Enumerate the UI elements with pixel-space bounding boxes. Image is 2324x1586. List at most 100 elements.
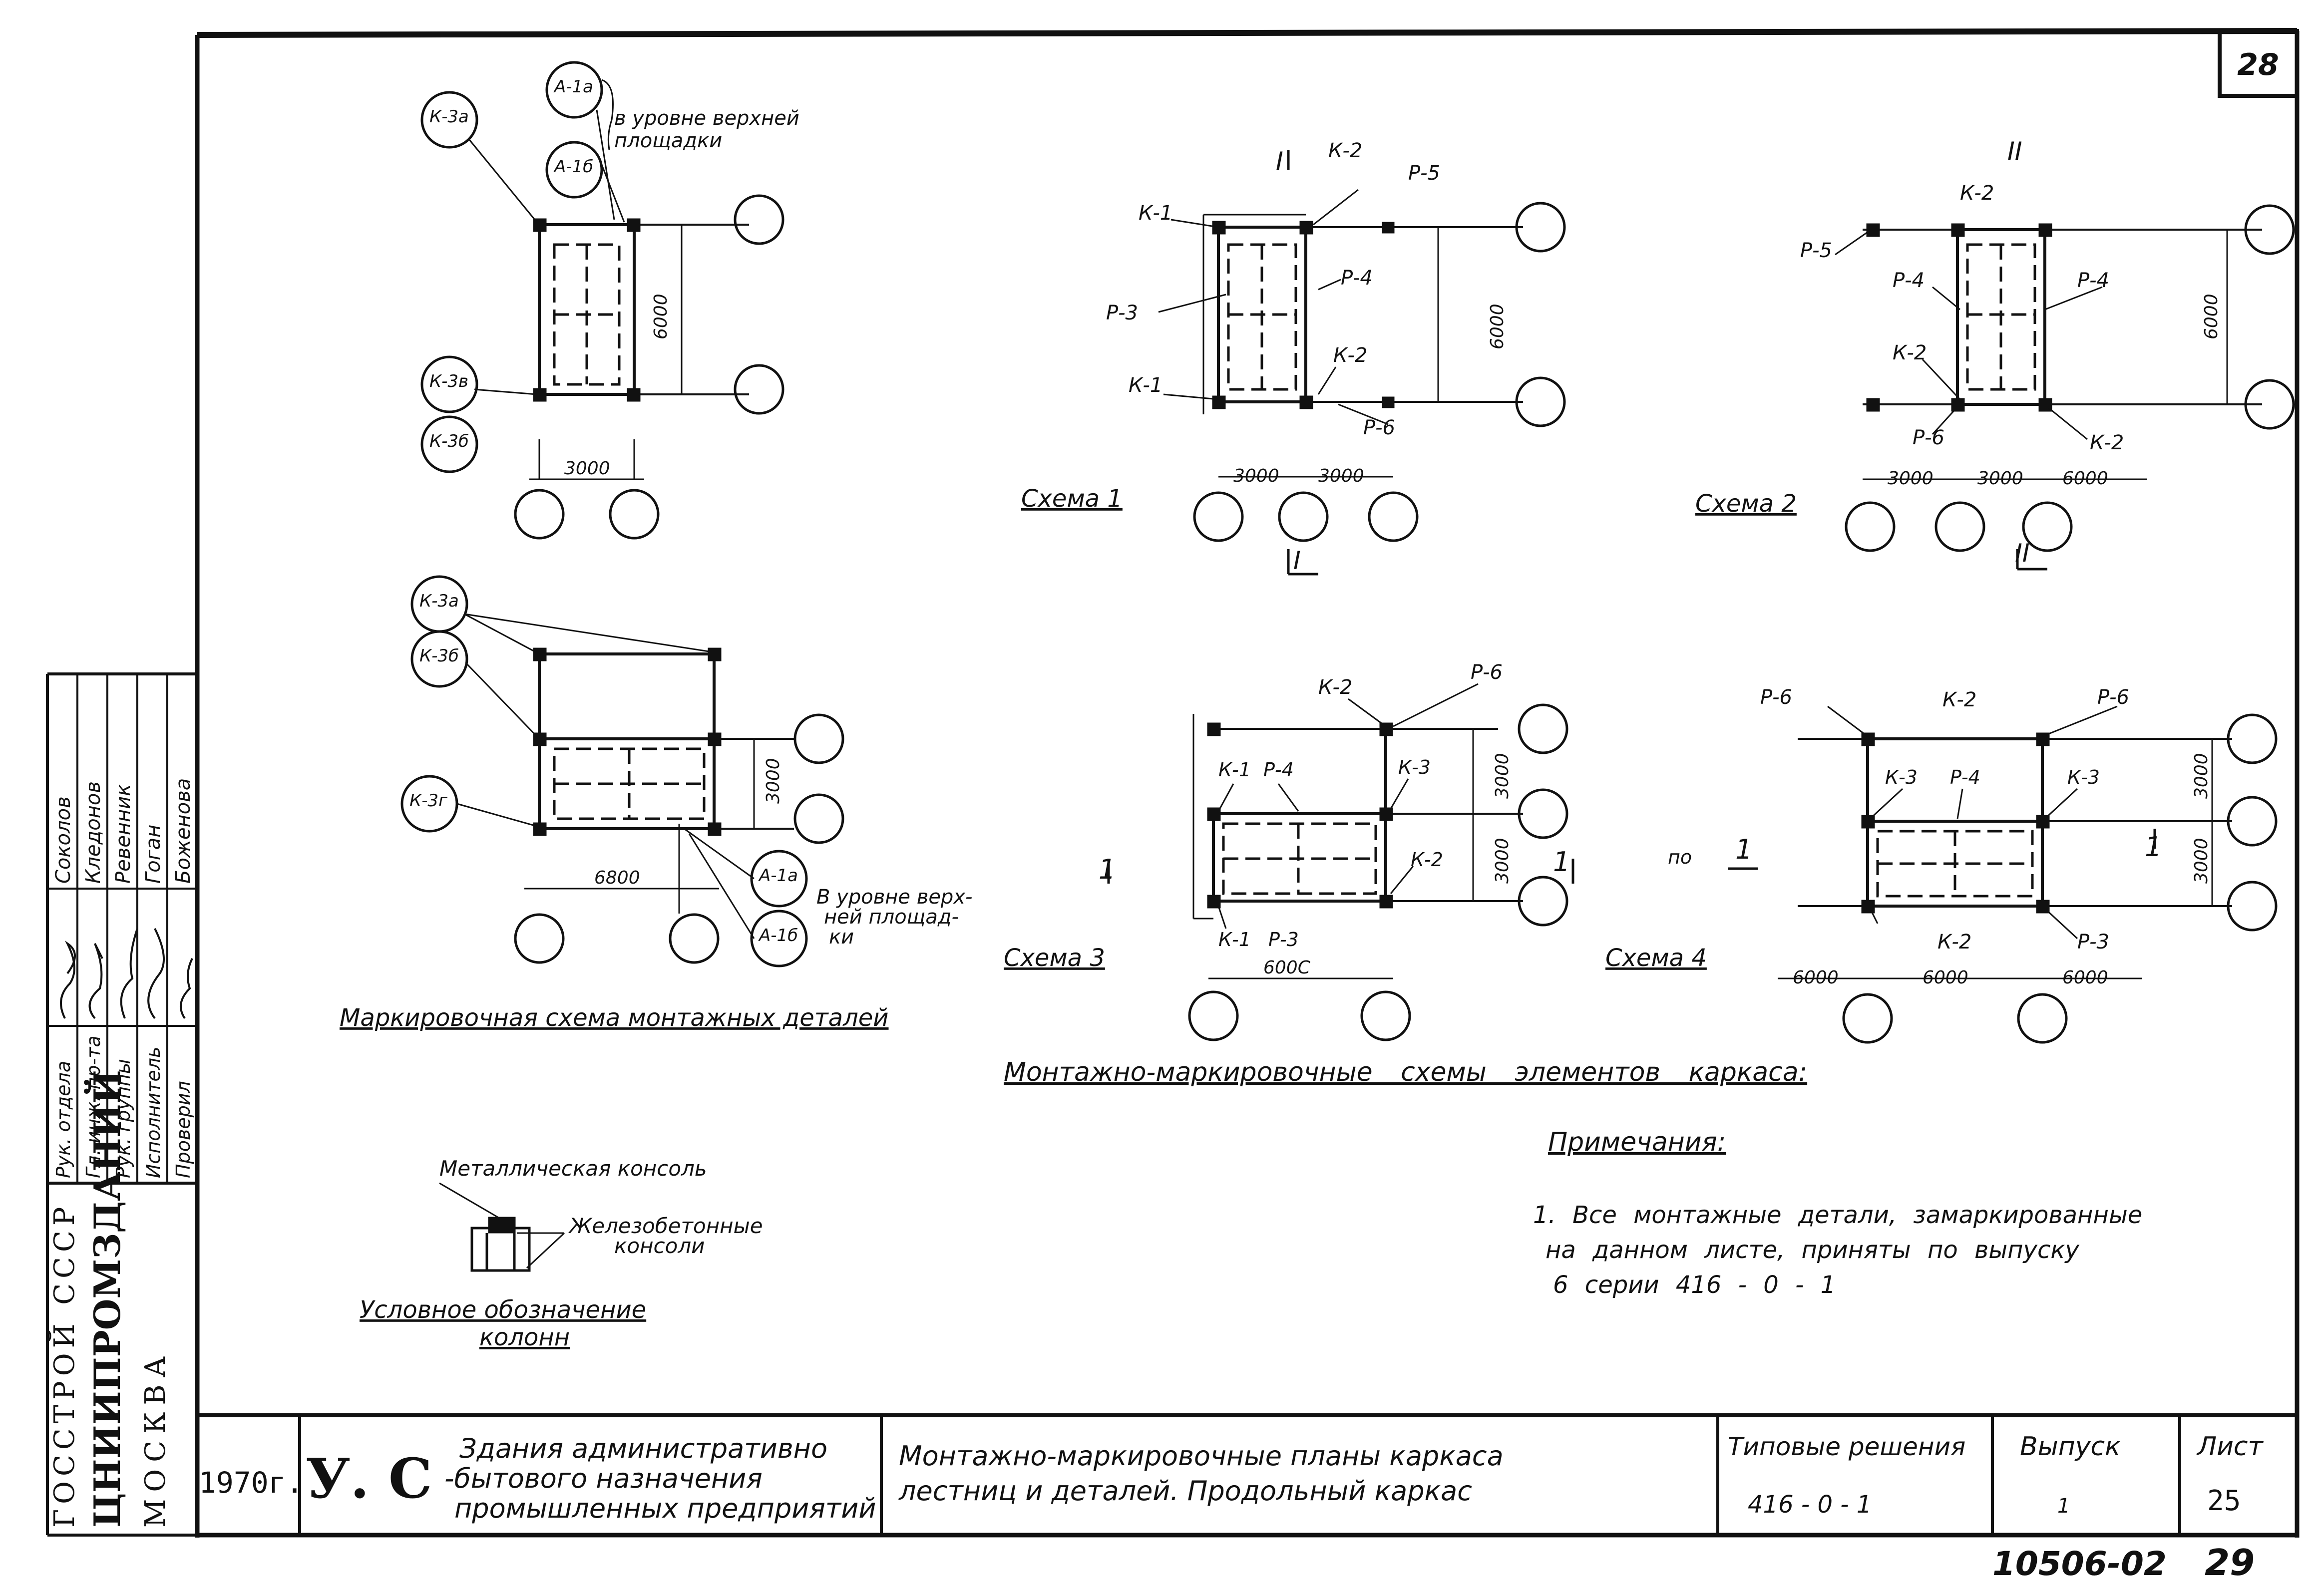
stamp-name-3: Ревенник	[112, 784, 135, 884]
scheme-2	[1835, 204, 2295, 571]
corner-sheet-number-box: 28	[2218, 29, 2299, 98]
scheme-4	[1778, 705, 2278, 1044]
scheme-1-title: Схема 1	[1021, 485, 1123, 513]
sheet-frame	[46, 28, 2300, 1538]
s4-dim-3000-a: 3000	[2191, 753, 2212, 799]
s3-p3: Р-3	[1268, 929, 1299, 951]
title-block	[197, 1413, 2297, 1535]
s3-section-left: 1	[1099, 854, 1116, 885]
s2-p5: Р-5	[1800, 239, 1832, 262]
typical-solutions-label: Типовые решения	[1728, 1432, 1965, 1461]
stamp-names: Соколов Кледонов Ревенник Гоган Боженова	[52, 778, 195, 884]
s1-k2-top: К-2	[1328, 139, 1362, 162]
s2-k2-mid: К-2	[1893, 341, 1927, 364]
s4-k2-top: К-2	[1942, 688, 1976, 711]
mark-a1b-top: А-1б	[553, 157, 593, 177]
stamp-name-4: Гоган	[142, 825, 165, 884]
title-sheet-title-2: лестниц и деталей. Продольный каркас	[898, 1475, 1472, 1507]
s2-k2-bottom: К-2	[2090, 431, 2124, 454]
organisation-block: ГОССТРОЙ СССР ЦНИИПРОМЗДАНИЙ МОСКВА	[46, 1070, 172, 1528]
dim-bottom-3000: 3000	[763, 758, 783, 804]
legend-symbol-title-1: Условное обозначение	[360, 1296, 646, 1324]
s4-p6-left: Р-6	[1760, 686, 1792, 709]
column-legend	[439, 1182, 565, 1272]
corner-sheet-number: 28	[2237, 47, 2279, 82]
s2-dim-3000-a: 3000	[1888, 468, 1934, 489]
marking-plan-top	[420, 61, 784, 540]
legend-symbol-title-2: колонн	[479, 1323, 570, 1351]
marking-plan-bottom-labels: К-3а К-3б К-3г А-1а А-1б В уровне верх- …	[340, 591, 972, 1032]
mark-k3v-top: К-3в	[429, 371, 468, 391]
mark-k3a-top: К-3а	[429, 107, 469, 127]
dim-top-3000: 3000	[564, 458, 610, 479]
stamp-roles: Рук. отдела Гл. инж. пр-та Рук. группы И…	[52, 1035, 194, 1178]
title-building-type-1: Здания административно	[459, 1433, 827, 1464]
mark-k3g-bottom: К-3г	[409, 791, 448, 811]
page-number: 29	[2205, 1542, 2255, 1584]
stamp-role-2: Гл. инж. пр-та	[82, 1035, 104, 1178]
s2-p4-left: Р-4	[1893, 269, 1925, 292]
upper-landing-note-b1: В уровне верх-	[816, 886, 972, 909]
section-range-po: по	[1668, 846, 1692, 868]
stamp-role-4: Исполнитель	[142, 1047, 164, 1178]
title-sheet-title-1: Монтажно-маркировочные планы каркаса	[899, 1440, 1504, 1472]
s2-section-bottom: II	[2015, 539, 2030, 568]
notes-line-3: 6 серии 416 - 0 - 1	[1553, 1271, 1836, 1299]
s3-p4: Р-4	[1263, 759, 1294, 781]
s1-p3: Р-3	[1106, 302, 1138, 324]
s4-k3-right: К-3	[2067, 766, 2100, 788]
sheet-label: Лист	[2196, 1432, 2264, 1462]
s1-p5: Р-5	[1408, 162, 1440, 185]
dim-bottom-6800: 6800	[594, 868, 640, 888]
s3-k2-b: К-2	[1411, 849, 1443, 871]
s3-k2: К-2	[1318, 676, 1352, 699]
legend-metal-console: Металлическая консоль	[439, 1156, 707, 1181]
s3-k1-top: К-1	[1218, 759, 1251, 781]
issue-label: Выпуск	[2020, 1432, 2121, 1462]
scheme-4-labels: Р-6 К-2 Р-6 К-3 Р-4 К-3 К-2 Р-3 3000 300…	[1605, 686, 2212, 988]
s3-dim-3000-b: 3000	[1492, 838, 1513, 884]
notes-line-2: на данном листе, приняты по выпуску	[1546, 1236, 2079, 1264]
archive-code: 10506-02	[1992, 1545, 2167, 1583]
legend-rc-consoles-2: консоли	[614, 1234, 705, 1258]
stamp-signatures	[60, 928, 193, 1019]
s4-section-right: 1	[2145, 831, 2162, 863]
notes-title: Примечания:	[1548, 1127, 1726, 1157]
issue-value: 1	[2057, 1495, 2070, 1518]
s1-dim-3000-b: 3000	[1318, 466, 1364, 486]
marking-plan-bottom	[400, 575, 844, 967]
scheme-1	[1158, 150, 1566, 576]
upper-landing-note-2: площадки	[614, 129, 722, 152]
mark-k3b-top: К-3б	[429, 431, 469, 451]
marking-plan-top-labels: К-3а А-1а А-1б К-3в К-3б в уровне верхне…	[429, 77, 799, 479]
s3-dim-3000-a: 3000	[1492, 753, 1513, 799]
upper-landing-note-b3: ки	[829, 926, 854, 949]
mark-a1a-top: А-1а	[553, 77, 593, 97]
dim-top-6000: 6000	[651, 294, 671, 339]
scheme-3-title: Схема 3	[1004, 944, 1105, 972]
stamp-name-1: Соколов	[52, 796, 75, 884]
s2-dim-3000-b: 3000	[1977, 468, 2023, 489]
org-name-line1: ГОССТРОЙ СССР	[46, 1202, 81, 1528]
notes-line-1: 1. Все монтажные детали, замаркированные	[1533, 1201, 2142, 1229]
scheme-3	[1107, 683, 1574, 1041]
mark-k3b-bottom: К-3б	[419, 646, 459, 666]
s2-dim-6000-v: 6000	[2201, 294, 2222, 339]
title-series-mark: У. С	[306, 1446, 432, 1511]
s3-k3: К-3	[1398, 756, 1431, 778]
frame-schemes-title: Монтажно-маркировочные схемы элементов к…	[1004, 1057, 1807, 1087]
s4-k3-left: К-3	[1885, 766, 1918, 788]
sheet-value: 25	[2207, 1485, 2241, 1517]
upper-landing-note-1: в уровне верхней	[614, 107, 799, 130]
s2-section-top: II	[2007, 137, 2022, 166]
s1-dim-3000-a: 3000	[1233, 466, 1279, 486]
title-building-type-3: промышленных предприятий	[454, 1493, 876, 1524]
scheme-3-labels: К-2 Р-6 К-1 Р-4 К-3 К-2 К-1 Р-3 3000 300…	[1004, 661, 1570, 978]
section-range-1: 1	[1735, 834, 1752, 865]
s1-k1-bottom: К-1	[1129, 374, 1162, 397]
s4-p4: Р-4	[1950, 766, 1980, 788]
mark-a1a-bottom: А-1а	[758, 866, 798, 886]
s1-k2-mid: К-2	[1333, 344, 1367, 367]
s4-dim-6000-c: 6000	[2062, 967, 2108, 988]
